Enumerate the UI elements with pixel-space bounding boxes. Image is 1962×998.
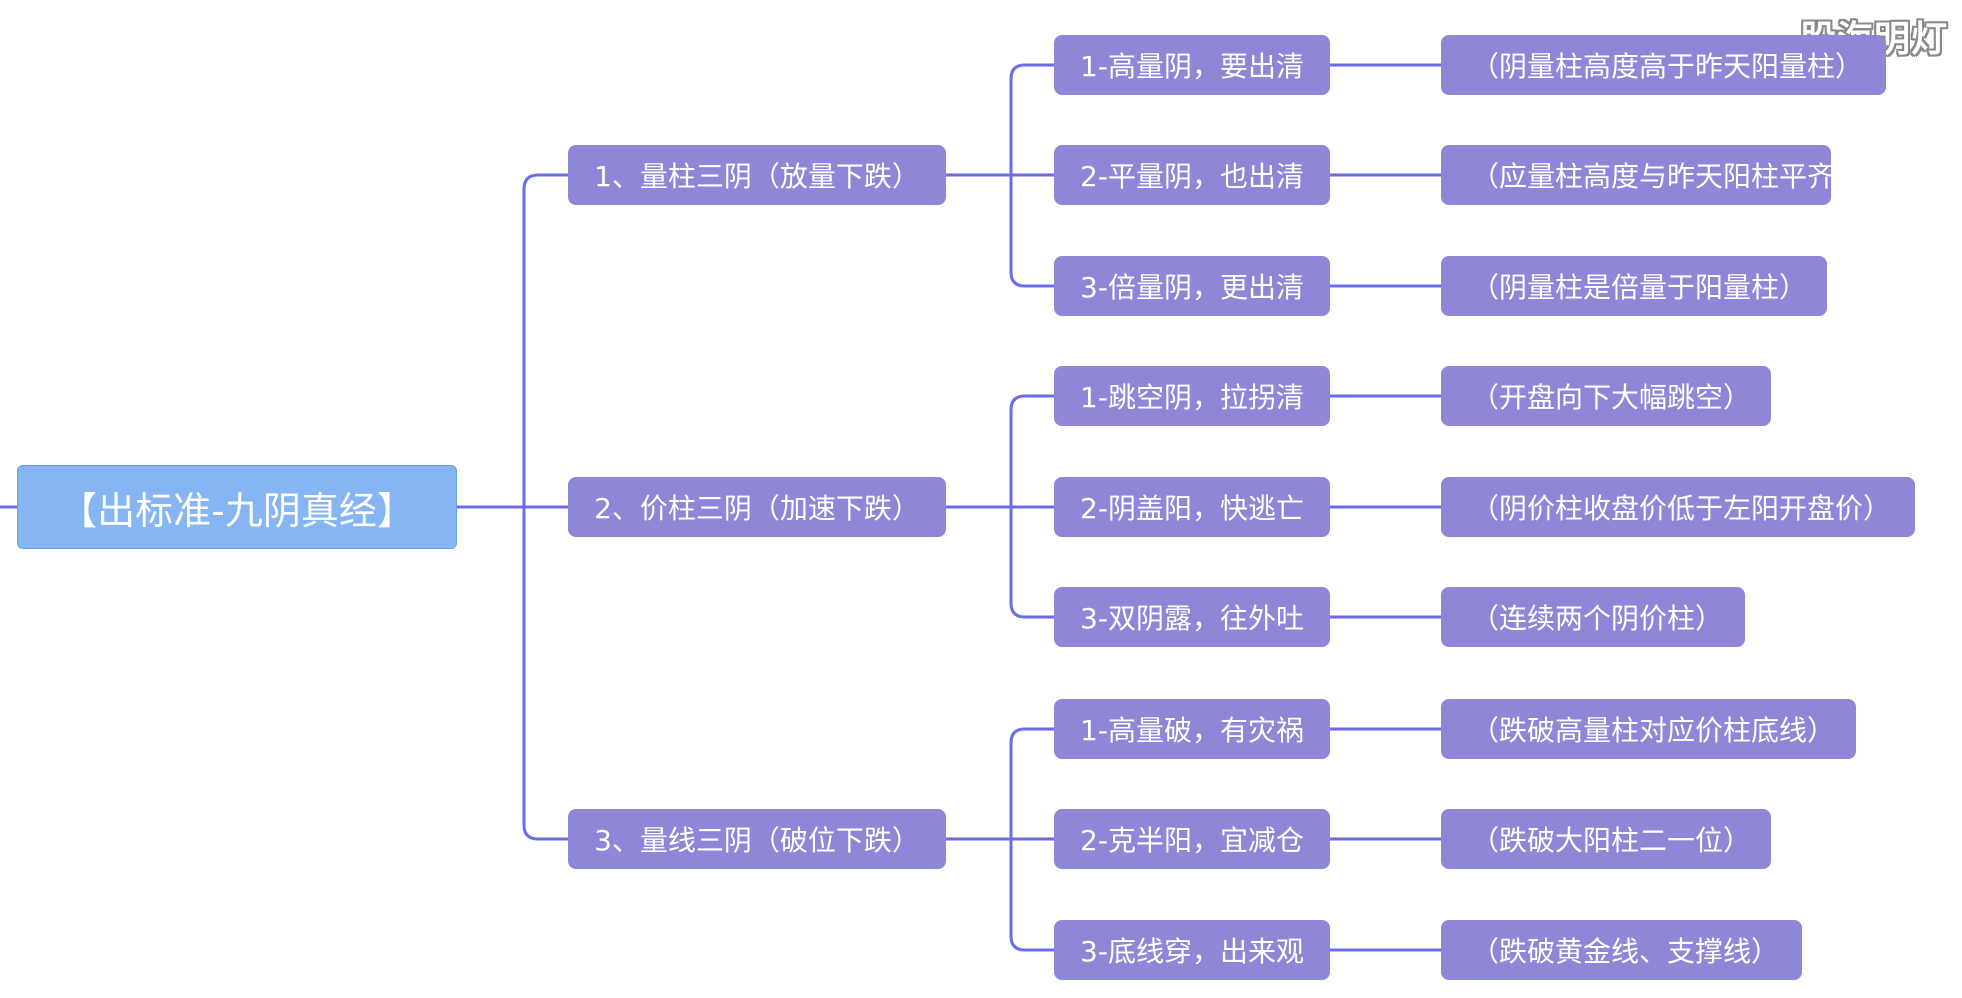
- note-node-2-2-label: （阴价柱收盘价低于左阳开盘价）: [1471, 492, 1892, 525]
- rule-node-3-2-label: 2-克半阳，宜减仓: [1080, 824, 1304, 857]
- rule-node-2-1[interactable]: 1-跳空阴，拉拐清: [1054, 366, 1330, 426]
- rule-node-3-1-label: 1-高量破，有灾祸: [1080, 714, 1304, 747]
- note-node-3-1-label: （跌破高量柱对应价柱底线）: [1471, 714, 1836, 747]
- rule-node-2-2[interactable]: 2-阴盖阳，快逃亡: [1054, 477, 1330, 537]
- note-node-2-2[interactable]: （阴价柱收盘价低于左阳开盘价）: [1441, 477, 1915, 537]
- rule-node-1-3-label: 3-倍量阴，更出清: [1080, 271, 1304, 304]
- rule-node-2-1-label: 1-跳空阴，拉拐清: [1080, 381, 1304, 414]
- rule-node-1-1[interactable]: 1-高量阴，要出清: [1054, 35, 1330, 95]
- note-node-1-3-label: （阴量柱是倍量于阳量柱）: [1471, 271, 1808, 304]
- rule-node-1-1-label: 1-高量阴，要出清: [1080, 50, 1304, 83]
- note-node-1-2-label: （应量柱高度与昨天阳柱平齐）: [1471, 160, 1864, 193]
- item-link-2-3: [1009, 601, 1056, 619]
- note-node-3-1[interactable]: （跌破高量柱对应价柱底线）: [1441, 699, 1856, 759]
- trunk-link-1: [522, 173, 570, 191]
- rule-node-3-3[interactable]: 3-底线穿，出来观: [1054, 920, 1330, 980]
- note-node-2-3[interactable]: （连续两个阴价柱）: [1441, 587, 1745, 647]
- note-node-3-3-label: （跌破黄金线、支撑线）: [1471, 935, 1780, 968]
- rule-node-2-3[interactable]: 3-双阴露，往外吐: [1054, 587, 1330, 647]
- branch-node-1[interactable]: 1、量柱三阴（放量下跌）: [568, 145, 946, 205]
- note-node-3-3[interactable]: （跌破黄金线、支撑线）: [1441, 920, 1802, 980]
- rule-node-3-1[interactable]: 1-高量破，有灾祸: [1054, 699, 1330, 759]
- item-link-2-1: [1009, 394, 1056, 412]
- note-node-1-1[interactable]: （阴量柱高度高于昨天阳量柱）: [1441, 35, 1886, 95]
- note-node-1-3[interactable]: （阴量柱是倍量于阳量柱）: [1441, 256, 1827, 316]
- rule-node-3-2[interactable]: 2-克半阳，宜减仓: [1054, 809, 1330, 869]
- note-node-2-3-label: （连续两个阴价柱）: [1471, 602, 1724, 635]
- note-node-2-1-label: （开盘向下大幅跳空）: [1471, 381, 1752, 414]
- item-link-3-1: [1009, 727, 1056, 745]
- item-link-1-1: [1009, 63, 1056, 81]
- rule-node-1-2[interactable]: 2-平量阴，也出清: [1054, 145, 1330, 205]
- branch-node-3[interactable]: 3、量线三阴（破位下跌）: [568, 809, 946, 869]
- note-node-2-1[interactable]: （开盘向下大幅跳空）: [1441, 366, 1771, 426]
- rule-node-3-3-label: 3-底线穿，出来观: [1080, 935, 1304, 968]
- root-node[interactable]: 【出标准-九阴真经】: [17, 465, 457, 549]
- note-node-3-2[interactable]: （跌破大阳柱二一位）: [1441, 809, 1771, 869]
- root-label: 【出标准-九阴真经】: [59, 488, 415, 533]
- trunk-link-3: [522, 823, 570, 841]
- note-node-3-2-label: （跌破大阳柱二一位）: [1471, 824, 1752, 857]
- rule-node-1-3[interactable]: 3-倍量阴，更出清: [1054, 256, 1330, 316]
- item-link-1-3: [1009, 270, 1056, 288]
- branch-node-3-label: 3、量线三阴（破位下跌）: [594, 824, 920, 857]
- item-link-3-3: [1009, 934, 1056, 952]
- branch-node-1-label: 1、量柱三阴（放量下跌）: [594, 160, 920, 193]
- rule-node-2-2-label: 2-阴盖阳，快逃亡: [1080, 492, 1304, 525]
- note-node-1-1-label: （阴量柱高度高于昨天阳量柱）: [1471, 50, 1864, 83]
- note-node-1-2[interactable]: （应量柱高度与昨天阳柱平齐）: [1441, 145, 1863, 205]
- rule-node-1-2-label: 2-平量阴，也出清: [1080, 160, 1304, 193]
- branch-node-2[interactable]: 2、价柱三阴（加速下跌）: [568, 477, 946, 537]
- branch-node-2-label: 2、价柱三阴（加速下跌）: [594, 492, 920, 525]
- rule-node-2-3-label: 3-双阴露，往外吐: [1080, 602, 1304, 635]
